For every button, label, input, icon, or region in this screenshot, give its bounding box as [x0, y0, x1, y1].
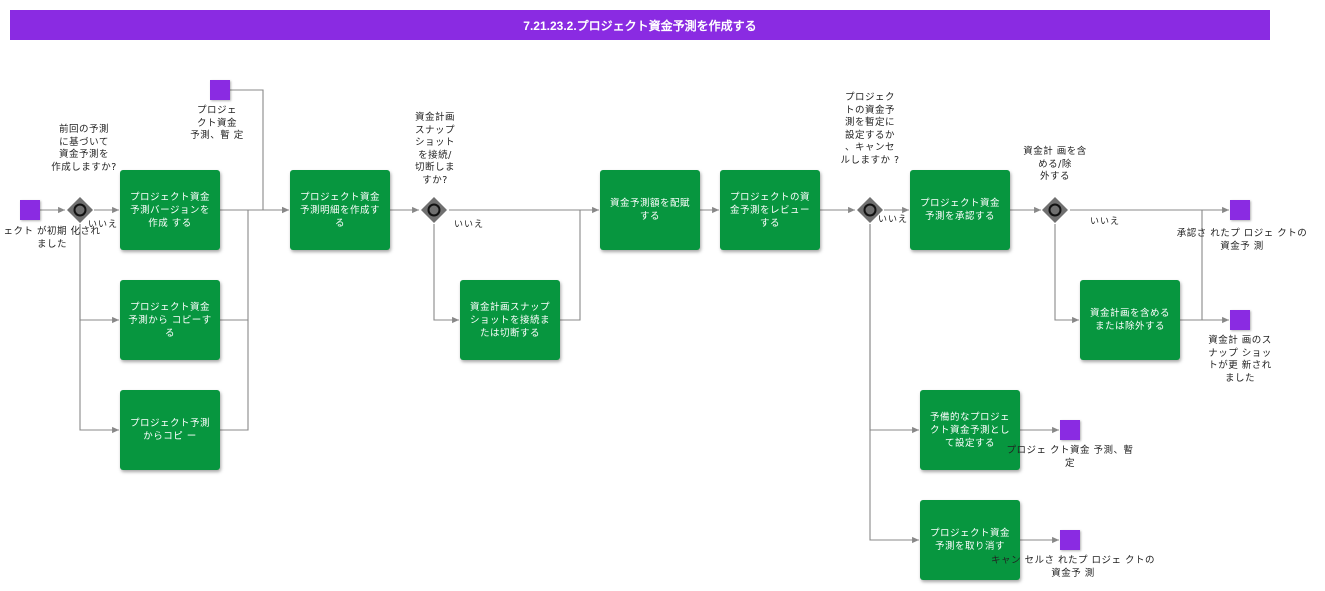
end-event-approved-label: 承認さ れたプ ロジェ クトの 資金予 測: [1176, 228, 1308, 252]
intermediate-event-provisional: [210, 80, 230, 100]
task-set-provisional[interactable]: 予備的なプロジェクト資金予測として設定する: [920, 390, 1020, 470]
end-event-snapshot-label: 資金計 画のス ナップ ショッ トが更 新され ました: [1208, 335, 1272, 384]
end-event-cancelled: [1060, 530, 1080, 550]
edge-gw3-to-t10: [869, 224, 919, 434]
task-connect-snapshot[interactable]: 資金計画スナップショットを接続または切断する: [460, 280, 560, 360]
end-event-provisional-label: プロジェ クト資金 予測、暫 定: [1006, 445, 1134, 469]
gateway-2-question: 資金計画 スナップ ショット を接続/ 切断しま すか?: [414, 112, 455, 186]
edge-label-no: いいえ: [1090, 217, 1121, 227]
diagram-title: 7.21.23.2.プロジェクト資金予測を作成する: [10, 10, 1270, 40]
end-event-approved: [1230, 200, 1250, 220]
gateway-2: [421, 197, 447, 223]
edge-t9-merge: [1180, 210, 1203, 321]
end-event-cancelled-label: キャン セルさ れたプ ロジェ クトの 資金予 測: [990, 555, 1156, 579]
gateway-3-question: プロジェク トの資金予 測を暫定に 設定するか 、キャンセ ルしますか ?: [840, 92, 900, 166]
task-include-exclude-plan[interactable]: 資金計画を含めるまたは除外する: [1080, 280, 1180, 360]
gateway-4: [1042, 197, 1068, 223]
task-cancel-forecast[interactable]: プロジェクト資金予測を取り消す: [920, 500, 1020, 580]
gateway-4-question: 資金計 画を含 める/除 外する: [1023, 146, 1087, 182]
task-review-forecast[interactable]: プロジェクトの資金予測をレビューする: [720, 170, 820, 250]
start-event: [20, 200, 40, 220]
task-create-version[interactable]: プロジェクト資金予測バージョンを作成 する: [120, 170, 220, 250]
edge-t2-merge: [220, 210, 249, 321]
edge-gw3-to-t11: [869, 224, 919, 544]
edge-label-no: いいえ: [454, 220, 485, 230]
edge-gw1-to-t3: [79, 224, 119, 434]
task-copy-from-forecast[interactable]: プロジェクト資金予測から コピーする: [120, 280, 220, 360]
intermediate-event-label: プロジェ クト資金 予測、暫 定: [190, 105, 244, 141]
edge-gw4-to-t9: [1054, 224, 1079, 324]
gateway-3: [857, 197, 883, 223]
edge-label-no: いいえ: [88, 220, 119, 230]
gateway-1: [67, 197, 93, 223]
edge-t5-merge: [560, 210, 581, 321]
edge-label-no: いいえ: [878, 215, 909, 225]
task-copy-from-project-forecast[interactable]: プロジェクト予測からコピ ー: [120, 390, 220, 470]
edge-t3-merge: [220, 320, 249, 431]
task-approve-forecast[interactable]: プロジェクト資金予測を承認する: [910, 170, 1010, 250]
gateway-1-question: 前回の予測 に基づいて 資金予測を 作成しますか?: [51, 124, 117, 173]
task-allocate-amounts[interactable]: 資金予測額を配賦する: [600, 170, 700, 250]
end-event-provisional: [1060, 420, 1080, 440]
start-event-label: ェクト が初期 化され ました: [3, 226, 101, 250]
edge-gw2-to-t5: [433, 224, 459, 324]
end-event-snapshot-updated: [1230, 310, 1250, 330]
task-create-forecast-lines[interactable]: プロジェクト資金予測明細を作成する: [290, 170, 390, 250]
